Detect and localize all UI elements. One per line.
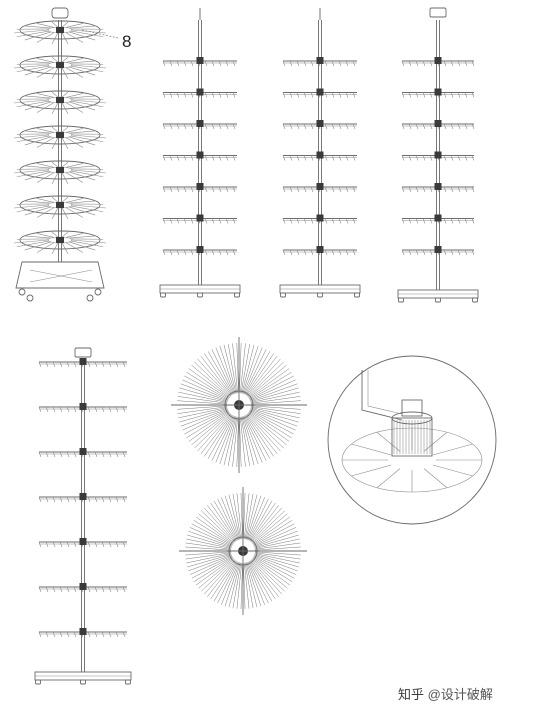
tier-hub bbox=[196, 88, 204, 96]
figure-front-view-1 bbox=[159, 8, 241, 298]
tier-hub bbox=[316, 88, 324, 96]
tier-hub bbox=[79, 358, 87, 365]
tier-hub bbox=[79, 403, 87, 410]
top-sign-holder bbox=[429, 7, 447, 18]
figure-isometric-rack bbox=[13, 7, 107, 302]
detail-hub-cylinder bbox=[391, 417, 433, 457]
tier-hub bbox=[196, 214, 204, 222]
caster-wheel bbox=[472, 297, 478, 303]
tier-hub bbox=[79, 448, 87, 455]
tier-hub bbox=[316, 57, 324, 64]
tier-hub bbox=[316, 120, 324, 127]
figure-top-view bbox=[171, 337, 307, 473]
iso-top-handle bbox=[51, 7, 69, 19]
detail-boundary bbox=[327, 355, 497, 525]
figure-detail-enlarged bbox=[327, 355, 497, 525]
caster-wheel bbox=[435, 297, 441, 303]
iso-hub bbox=[56, 132, 64, 138]
tier-hub bbox=[316, 214, 324, 222]
figure-front-view-large bbox=[34, 347, 132, 685]
caster-wheel bbox=[197, 292, 203, 298]
caster-wheel bbox=[125, 679, 131, 685]
callout-leader-line bbox=[81, 29, 119, 39]
tier-hub bbox=[79, 628, 87, 635]
iso-hub bbox=[56, 97, 64, 103]
iso-hub bbox=[56, 202, 64, 208]
iso-base bbox=[15, 261, 105, 289]
top-sign-holder bbox=[74, 347, 92, 358]
tier-hub bbox=[434, 214, 442, 222]
tier-hub bbox=[79, 583, 87, 590]
caster-wheel bbox=[160, 292, 166, 298]
caster-wheel bbox=[354, 292, 360, 298]
iso-hook-ring-5 bbox=[19, 160, 101, 180]
caster-wheel bbox=[280, 292, 286, 298]
figure-front-view-2 bbox=[279, 8, 361, 298]
iso-caster bbox=[86, 294, 94, 302]
tier-hub bbox=[434, 151, 442, 159]
tier-hub bbox=[79, 538, 87, 545]
tier-hub bbox=[316, 183, 324, 190]
caster-wheel bbox=[234, 292, 240, 298]
iso-hub bbox=[56, 62, 64, 68]
tier-hub bbox=[434, 246, 442, 253]
iso-hook-ring-3 bbox=[19, 90, 101, 110]
watermark: 知乎 @设计破解 bbox=[398, 684, 493, 703]
iso-caster bbox=[18, 288, 26, 296]
iso-hook-ring-6 bbox=[19, 195, 101, 215]
iso-hook-ring-7 bbox=[19, 230, 101, 250]
iso-hook-ring-1 bbox=[19, 20, 101, 40]
tier-hub bbox=[196, 183, 204, 190]
tier-hub bbox=[79, 493, 87, 500]
figure-side-view bbox=[397, 7, 479, 303]
detail-bracket bbox=[361, 370, 403, 421]
zhihu-logo-icon: 知乎 bbox=[398, 687, 425, 702]
callout-label: 8 bbox=[122, 32, 132, 51]
iso-hub bbox=[56, 167, 64, 173]
tier-hub bbox=[196, 151, 204, 159]
watermark-handle: @设计破解 bbox=[427, 687, 493, 702]
iso-caster bbox=[94, 288, 102, 296]
figure-bottom-view bbox=[179, 487, 307, 615]
caster-wheel bbox=[35, 679, 41, 685]
tier-hub bbox=[434, 120, 442, 127]
iso-hook-ring-4 bbox=[19, 125, 101, 145]
tier-hub bbox=[434, 57, 442, 64]
tier-hub bbox=[196, 246, 204, 253]
caster-wheel bbox=[80, 679, 86, 685]
caster-wheel bbox=[317, 292, 323, 298]
detail-pole-socket bbox=[401, 399, 423, 417]
tier-hub bbox=[196, 120, 204, 127]
iso-hook-ring-2 bbox=[19, 55, 101, 75]
iso-caster bbox=[26, 294, 34, 302]
iso-hub bbox=[56, 27, 64, 33]
tier-hub bbox=[434, 88, 442, 96]
tier-hub bbox=[316, 246, 324, 253]
tier-hub bbox=[316, 151, 324, 159]
tier-hub bbox=[434, 183, 442, 190]
tier-hub bbox=[196, 57, 204, 64]
caster-wheel bbox=[398, 297, 404, 303]
iso-hub bbox=[56, 237, 64, 243]
